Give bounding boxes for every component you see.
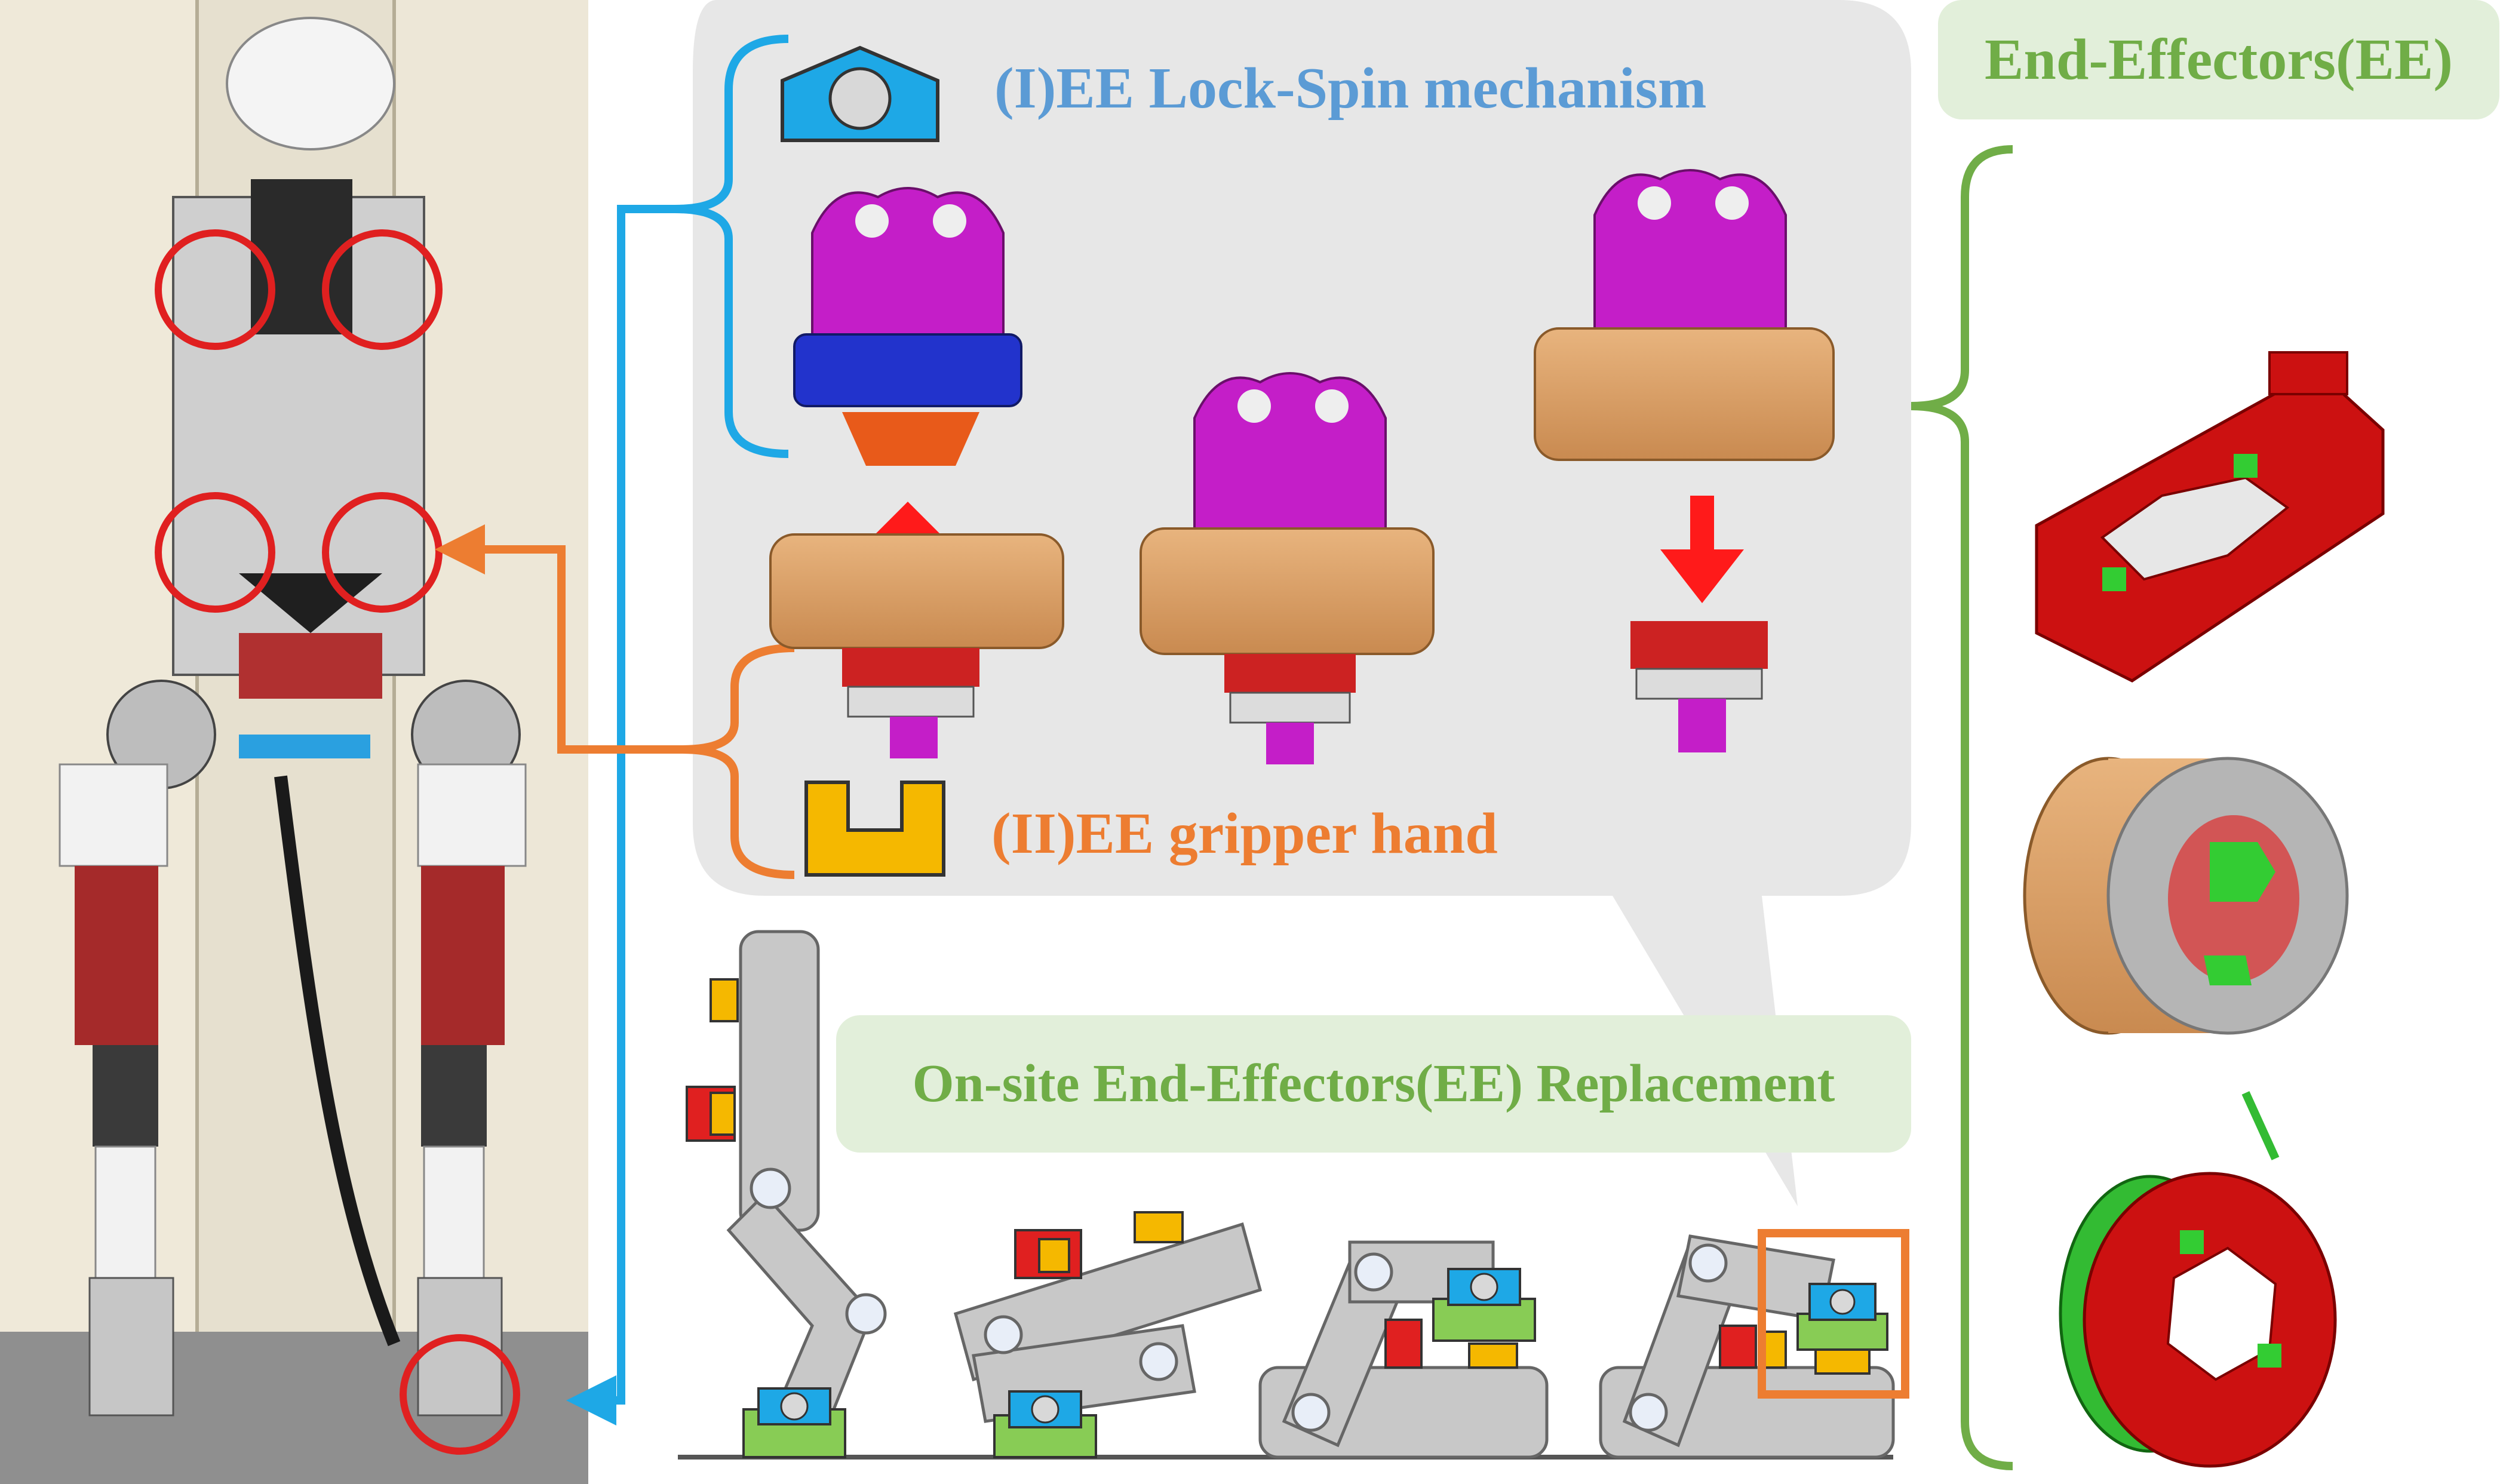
replacement-label: On-site End-Effectors(EE) Replacement xyxy=(836,1015,1911,1153)
replacement-step-3 xyxy=(1258,1240,1549,1459)
replacement-step-1 xyxy=(686,930,887,1458)
ee-disc-red xyxy=(2059,1091,2337,1468)
orange-connector-arrow xyxy=(435,524,681,754)
robot-photo xyxy=(0,0,588,1484)
blue-connector-arrow xyxy=(566,205,675,1425)
ee-gripper-red xyxy=(2035,351,2385,683)
lock-spin-label: (I)EE Lock-Spin mechanism xyxy=(994,56,1707,121)
end-effectors-bracket xyxy=(1911,145,2013,1470)
gripper-label: (II)EE gripper hand xyxy=(991,801,1498,866)
stage-2-assembly xyxy=(1140,372,1435,764)
replacement-step-2 xyxy=(953,1211,1263,1458)
ee-ring-tan xyxy=(2023,757,2349,1035)
stage-3-assembly xyxy=(1534,169,1835,752)
gripper-icon xyxy=(804,781,945,877)
replacement-step-4 xyxy=(1599,1229,1909,1459)
end-effectors-title: End-Effectors(EE) xyxy=(1938,0,2499,119)
lock-spin-icon xyxy=(781,45,939,142)
stage-1-assembly xyxy=(769,187,1064,758)
replacement-sequence xyxy=(678,930,1909,1460)
